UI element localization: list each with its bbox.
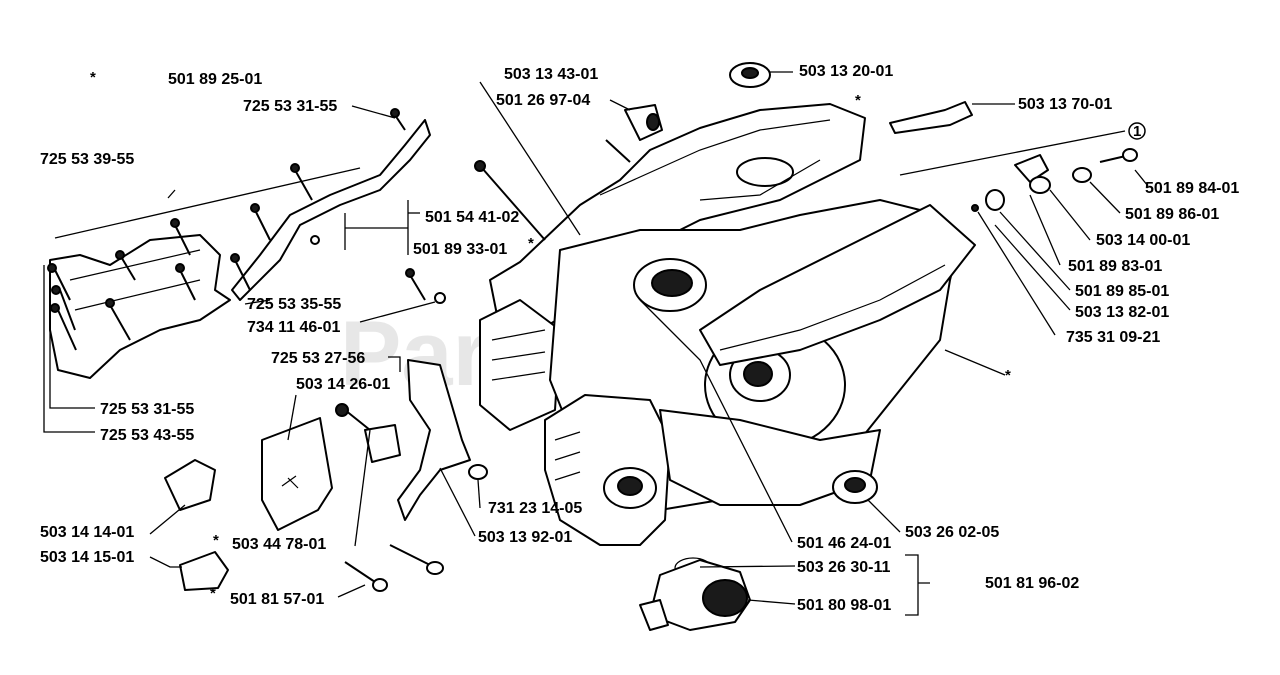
valve-plug [889,101,973,134]
part-label: 501 80 98-01 [797,597,891,614]
part-label: 725 53 27-56 [271,350,365,367]
part-label: 731 23 14-05 [488,500,582,517]
part-label: 503 13 43-01 [504,66,598,83]
asterisk-markers: * * * * * * [90,69,1011,602]
asterisk: * [210,585,216,602]
bushing-top [605,104,663,163]
part-label: 501 89 86-01 [1125,206,1219,223]
part-label: 501 46 24-01 [797,535,891,552]
bracket-strip [231,119,431,301]
part-label: 725 53 31-55 [100,401,194,418]
part-label: 501 81 96-02 [985,575,1079,592]
part-labels: 501 89 25-01 725 53 31-55 725 53 39-55 5… [40,63,1239,614]
asterisk: * [90,69,96,86]
part-label: 501 89 25-01 [168,71,262,88]
bolt-long [474,160,546,241]
part-label: 503 26 02-05 [905,524,999,541]
part-label: 725 53 43-55 [100,427,194,444]
part-label: 503 13 92-01 [478,529,572,546]
part-label: 503 13 20-01 [799,63,893,80]
part-label: 503 44 78-01 [232,536,326,553]
asterisk: * [528,235,534,252]
asterisk: * [1005,367,1011,384]
asterisk: * [213,532,219,549]
part-label: 501 89 83-01 [1068,258,1162,275]
leader-lines [43,71,1149,616]
tank-cap-assembly [639,557,751,631]
bracket-plate [397,359,471,521]
part-label: 503 13 82-01 [1075,304,1169,321]
cap-top [729,62,771,88]
crankcase-housing [479,103,976,546]
part-label: 501 89 85-01 [1075,283,1169,300]
lever-parts [971,148,1138,212]
part-label: 725 53 35-55 [247,296,341,313]
screw-lower-a [389,544,444,575]
part-label: 501 81 57-01 [230,591,324,608]
part-label: 735 31 09-21 [1066,329,1160,346]
part-label: 501 89 84-01 [1145,180,1239,197]
part-label: 503 14 00-01 [1096,232,1190,249]
svg-text:1: 1 [1133,123,1141,140]
part-label: 503 14 14-01 [40,524,134,541]
clip-part-upper [164,459,216,511]
part-label: 734 11 46-01 [247,319,341,336]
part-label: 725 53 31-55 [243,98,337,115]
clip-part-lower [179,551,229,591]
screw-lower-b [344,561,388,592]
part-label: 501 54 41-02 [425,209,519,226]
spacer-parts [335,403,401,463]
circled-marker: 1 [1128,122,1146,140]
asterisk: * [855,92,861,109]
screws-group-left [47,108,446,351]
grommet [832,470,878,504]
part-label: 725 53 39-55 [40,151,134,168]
part-label: 503 26 30-11 [797,559,891,576]
part-label: 503 14 26-01 [296,376,390,393]
part-label: 501 26 97-04 [496,92,590,109]
bushing [468,464,488,480]
part-label: 503 13 70-01 [1018,96,1112,113]
part-label: 501 89 33-01 [413,241,507,258]
part-label: 503 14 15-01 [40,549,134,566]
front-handle-plate [49,234,231,379]
shield-plate [261,417,333,531]
